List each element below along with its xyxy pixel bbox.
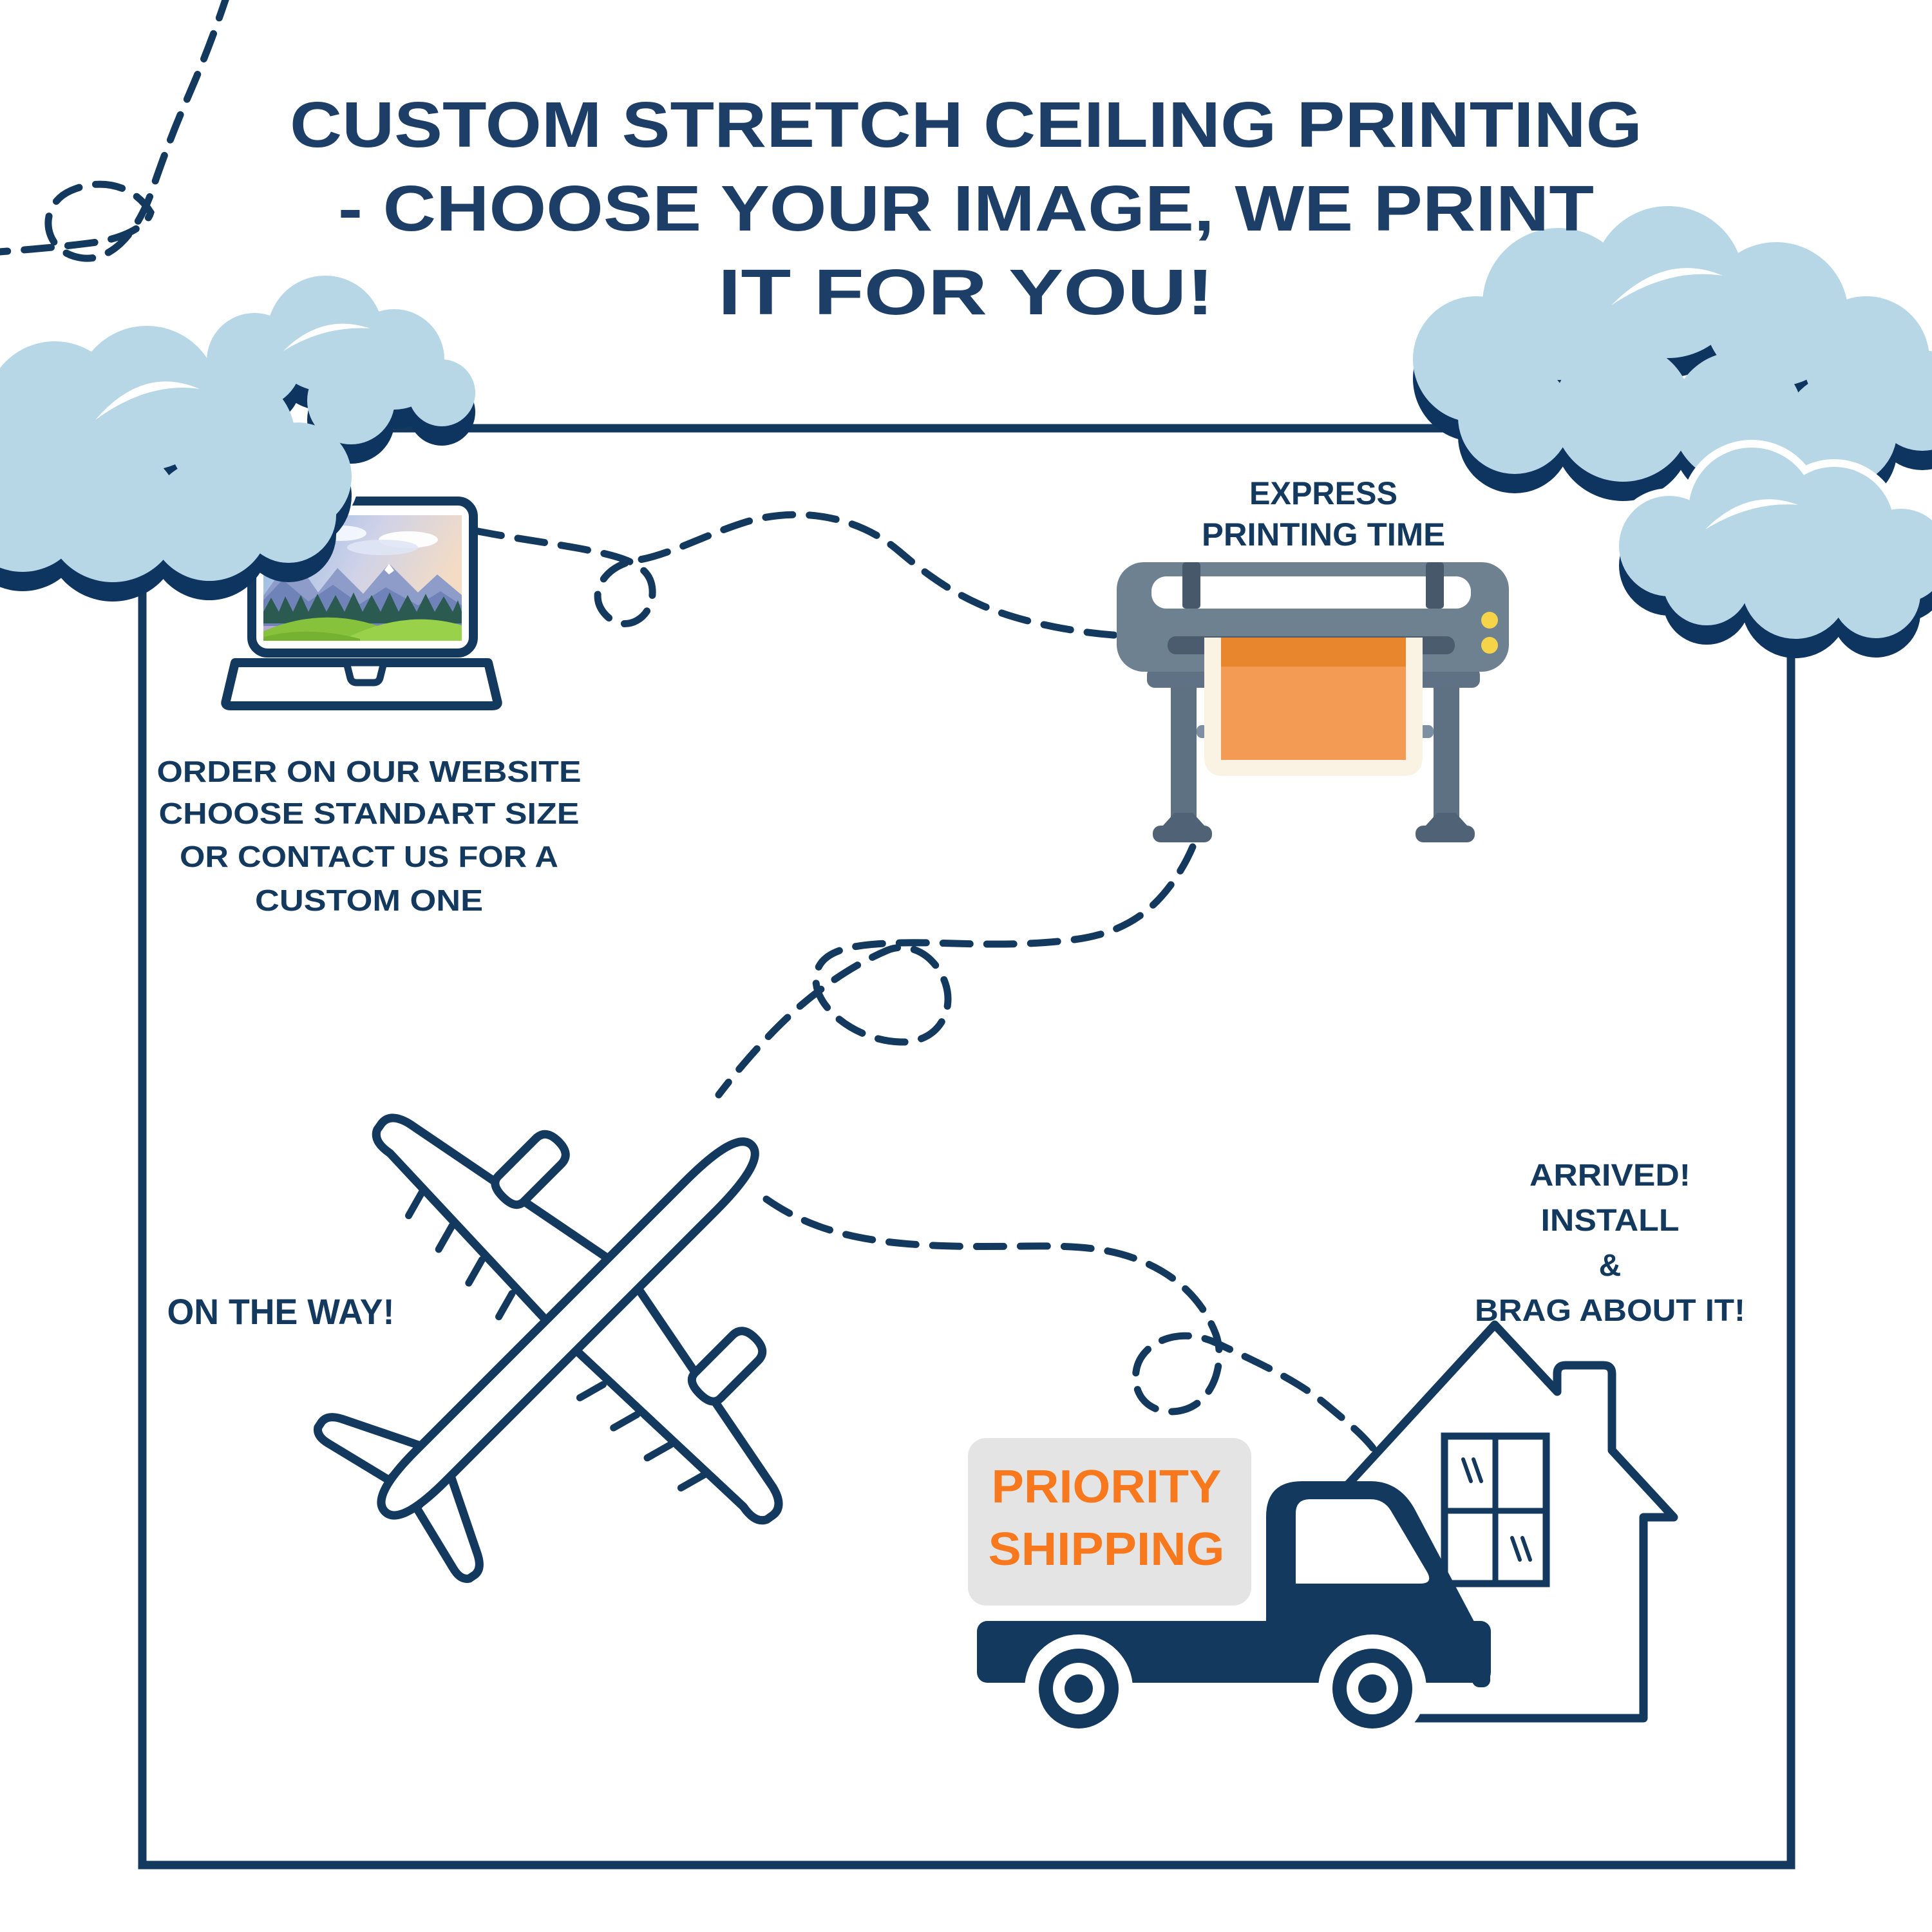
- truck-wheel: [1318, 1634, 1426, 1743]
- route-plane-to-house-dashed-path: [762, 1195, 1379, 1455]
- on-the-way-caption: ON THE WAY!: [167, 1291, 395, 1332]
- arrived-caption: ARRIVED! INSTALL & BRAG ABOUT IT!: [1475, 1159, 1745, 1328]
- airplane-icon: [313, 1113, 783, 1584]
- plotter-printer-icon: [1117, 562, 1509, 842]
- airplane-engine: [687, 1327, 767, 1406]
- priority-shipping-badge-line: PRIORITY: [992, 1461, 1222, 1513]
- printer-button: [1481, 612, 1498, 629]
- cloud-decoration-top-right: [1405, 198, 1932, 658]
- order-caption-line: CHOOSE STANDART SIZE: [159, 797, 580, 830]
- route-intro-dashed-path: [0, 0, 229, 262]
- printer-button: [1481, 637, 1498, 654]
- laptop-touchpad-notch: [343, 659, 388, 687]
- window-reflection-marks: [1461, 1457, 1532, 1562]
- house-window: [1441, 1432, 1550, 1587]
- express-caption-line: EXPRESS: [1249, 475, 1397, 511]
- airplane-engine: [491, 1130, 570, 1209]
- poster-title-line: - CHOOSE YOUR IMAGE, WE PRINT: [338, 173, 1594, 245]
- arrived-caption-line: &: [1599, 1249, 1622, 1283]
- truck-windshield: [1296, 1499, 1430, 1584]
- priority-shipping-badge: [968, 1438, 1251, 1605]
- poster-title-line: IT FOR YOU!: [718, 256, 1214, 328]
- truck-wheel: [1025, 1634, 1133, 1743]
- order-caption-line: CUSTOM ONE: [255, 884, 483, 917]
- airplane-flap-ticks: [405, 1189, 708, 1492]
- frame-border: [138, 424, 1795, 1870]
- order-caption: ORDER ON OUR WEBSITE CHOOSE STANDART SIZ…: [157, 755, 582, 917]
- arrived-caption-line: ARRIVED!: [1530, 1159, 1690, 1193]
- route-printer-to-plane-dashed-path: [715, 843, 1197, 1099]
- poster-title: CUSTOM STRETCH CEILING PRINTING - CHOOSE…: [290, 89, 1642, 328]
- order-caption-line: ORDER ON OUR WEBSITE: [157, 755, 582, 788]
- express-caption-line: PRINTING TIME: [1202, 516, 1445, 553]
- poster-title-line: CUSTOM STRETCH CEILING PRINTING: [290, 89, 1642, 161]
- order-caption-line: OR CONTACT US FOR A: [180, 840, 558, 873]
- arrived-caption-line: INSTALL: [1541, 1204, 1680, 1238]
- express-caption: EXPRESS PRINTING TIME: [1202, 475, 1445, 553]
- priority-shipping-badge-line: SHIPPING: [989, 1524, 1225, 1575]
- delivery-truck-icon: PRIORITY SHIPPING: [968, 1438, 1491, 1743]
- cloud-decoration-top-left: [0, 268, 483, 601]
- arrived-caption-line: BRAG ABOUT IT!: [1475, 1294, 1745, 1328]
- route-laptop-to-printer-dashed-path: [471, 511, 1126, 639]
